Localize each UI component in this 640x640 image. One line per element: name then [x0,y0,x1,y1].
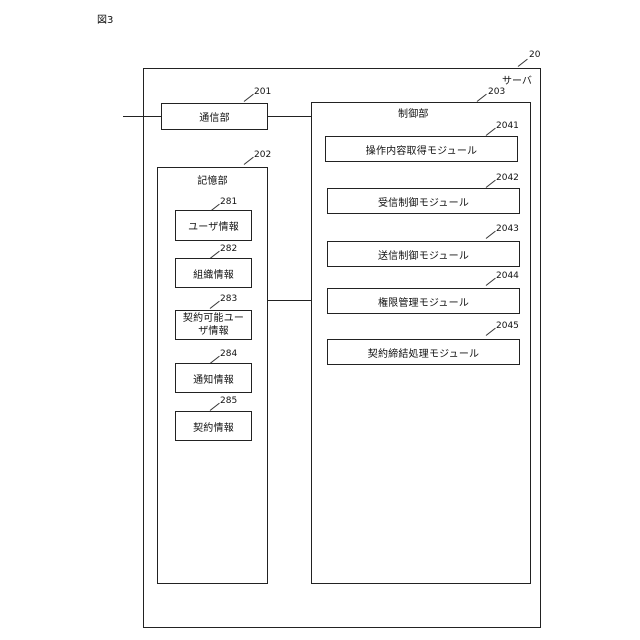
org-info-box: 組織情報 [175,258,252,288]
org-info-ref: 282 [220,244,237,254]
input-line [123,116,161,117]
control-unit-label: 制御部 [398,105,429,120]
server-ref-leader [518,59,528,67]
server-ref: 20 [529,50,540,60]
storage-unit-label: 記憶部 [157,172,268,187]
contract-process-module-ref: 2045 [496,321,519,331]
storage-unit-ref: 202 [254,150,271,160]
contractable-user-info-line1: 契約可能ユー [183,312,244,325]
op-content-module-box: 操作内容取得モジュール [325,136,518,162]
contract-info-ref: 285 [220,396,237,406]
user-info-ref: 281 [220,197,237,207]
user-info-box: ユーザ情報 [175,210,252,241]
op-content-module-ref: 2041 [496,121,519,131]
comm-control-connector [268,116,311,117]
receive-control-module-box: 受信制御モジュール [327,188,520,214]
receive-control-module-ref: 2042 [496,173,519,183]
contractable-user-info-line2: ザ情報 [198,325,229,338]
notification-info-ref: 284 [220,349,237,359]
permission-module-ref: 2044 [496,271,519,281]
send-control-module-box: 送信制御モジュール [327,241,520,267]
comm-unit-box: 通信部 [161,103,268,130]
contractable-user-info-ref: 283 [220,294,237,304]
control-unit-ref: 203 [488,87,505,97]
server-label: サーバ [502,72,532,87]
figure-label: 図3 [97,11,113,26]
comm-unit-ref: 201 [254,87,271,97]
contractable-user-info-box: 契約可能ユー ザ情報 [175,310,252,340]
contract-info-box: 契約情報 [175,411,252,441]
contract-process-module-box: 契約締結処理モジュール [327,339,520,365]
permission-module-box: 権限管理モジュール [327,288,520,314]
send-control-module-ref: 2043 [496,224,519,234]
storage-control-connector [268,300,311,301]
notification-info-box: 通知情報 [175,363,252,393]
